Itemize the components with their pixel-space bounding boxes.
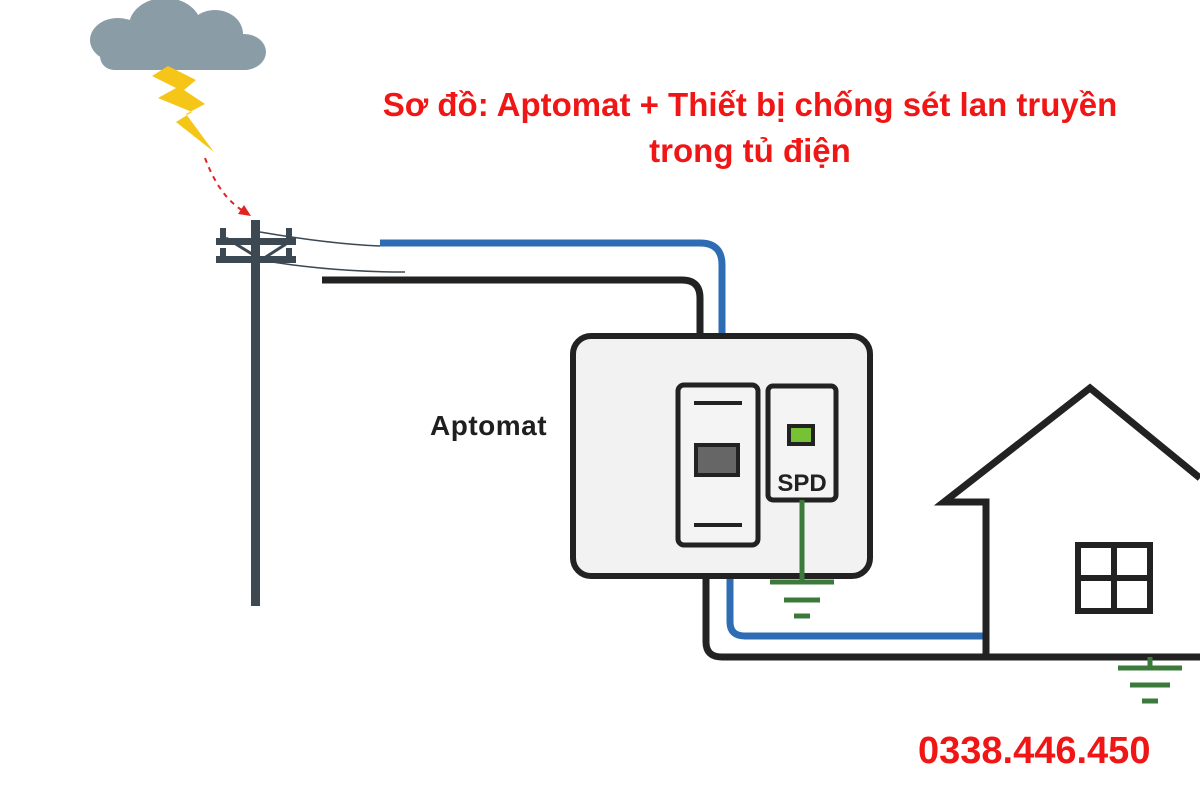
spd-indicator xyxy=(787,424,815,446)
strike-arrow xyxy=(204,157,246,213)
cloud-icon xyxy=(90,0,266,70)
spd-device: SPD xyxy=(765,383,839,503)
live-wire xyxy=(380,239,726,340)
spd-label: SPD xyxy=(777,470,826,497)
title-line-1: Sơ đồ: Aptomat + Thiết bị chống sét lan … xyxy=(382,86,1118,123)
ground-icon xyxy=(1118,665,1182,704)
lightning-icon xyxy=(152,66,214,152)
aptomat-breaker xyxy=(675,382,761,548)
neutral-wire-to-house xyxy=(702,546,1000,661)
phone-number: 0338.446.450 xyxy=(918,730,1151,772)
house-icon xyxy=(933,383,1200,661)
diagram-title: Sơ đồ: Aptomat + Thiết bị chống sét lan … xyxy=(300,82,1200,174)
title-line-2: trong tủ điện xyxy=(649,132,851,169)
strike-arrow-head xyxy=(238,205,251,216)
aptomat-label: Aptomat xyxy=(430,410,548,441)
overhead-wire xyxy=(259,259,406,273)
neutral-wire xyxy=(322,276,704,385)
ground-icon xyxy=(770,579,834,619)
overhead-wire xyxy=(259,231,381,247)
utility-pole-icon xyxy=(216,220,296,606)
live-wire-to-house xyxy=(726,546,985,640)
window-icon xyxy=(1075,542,1153,614)
